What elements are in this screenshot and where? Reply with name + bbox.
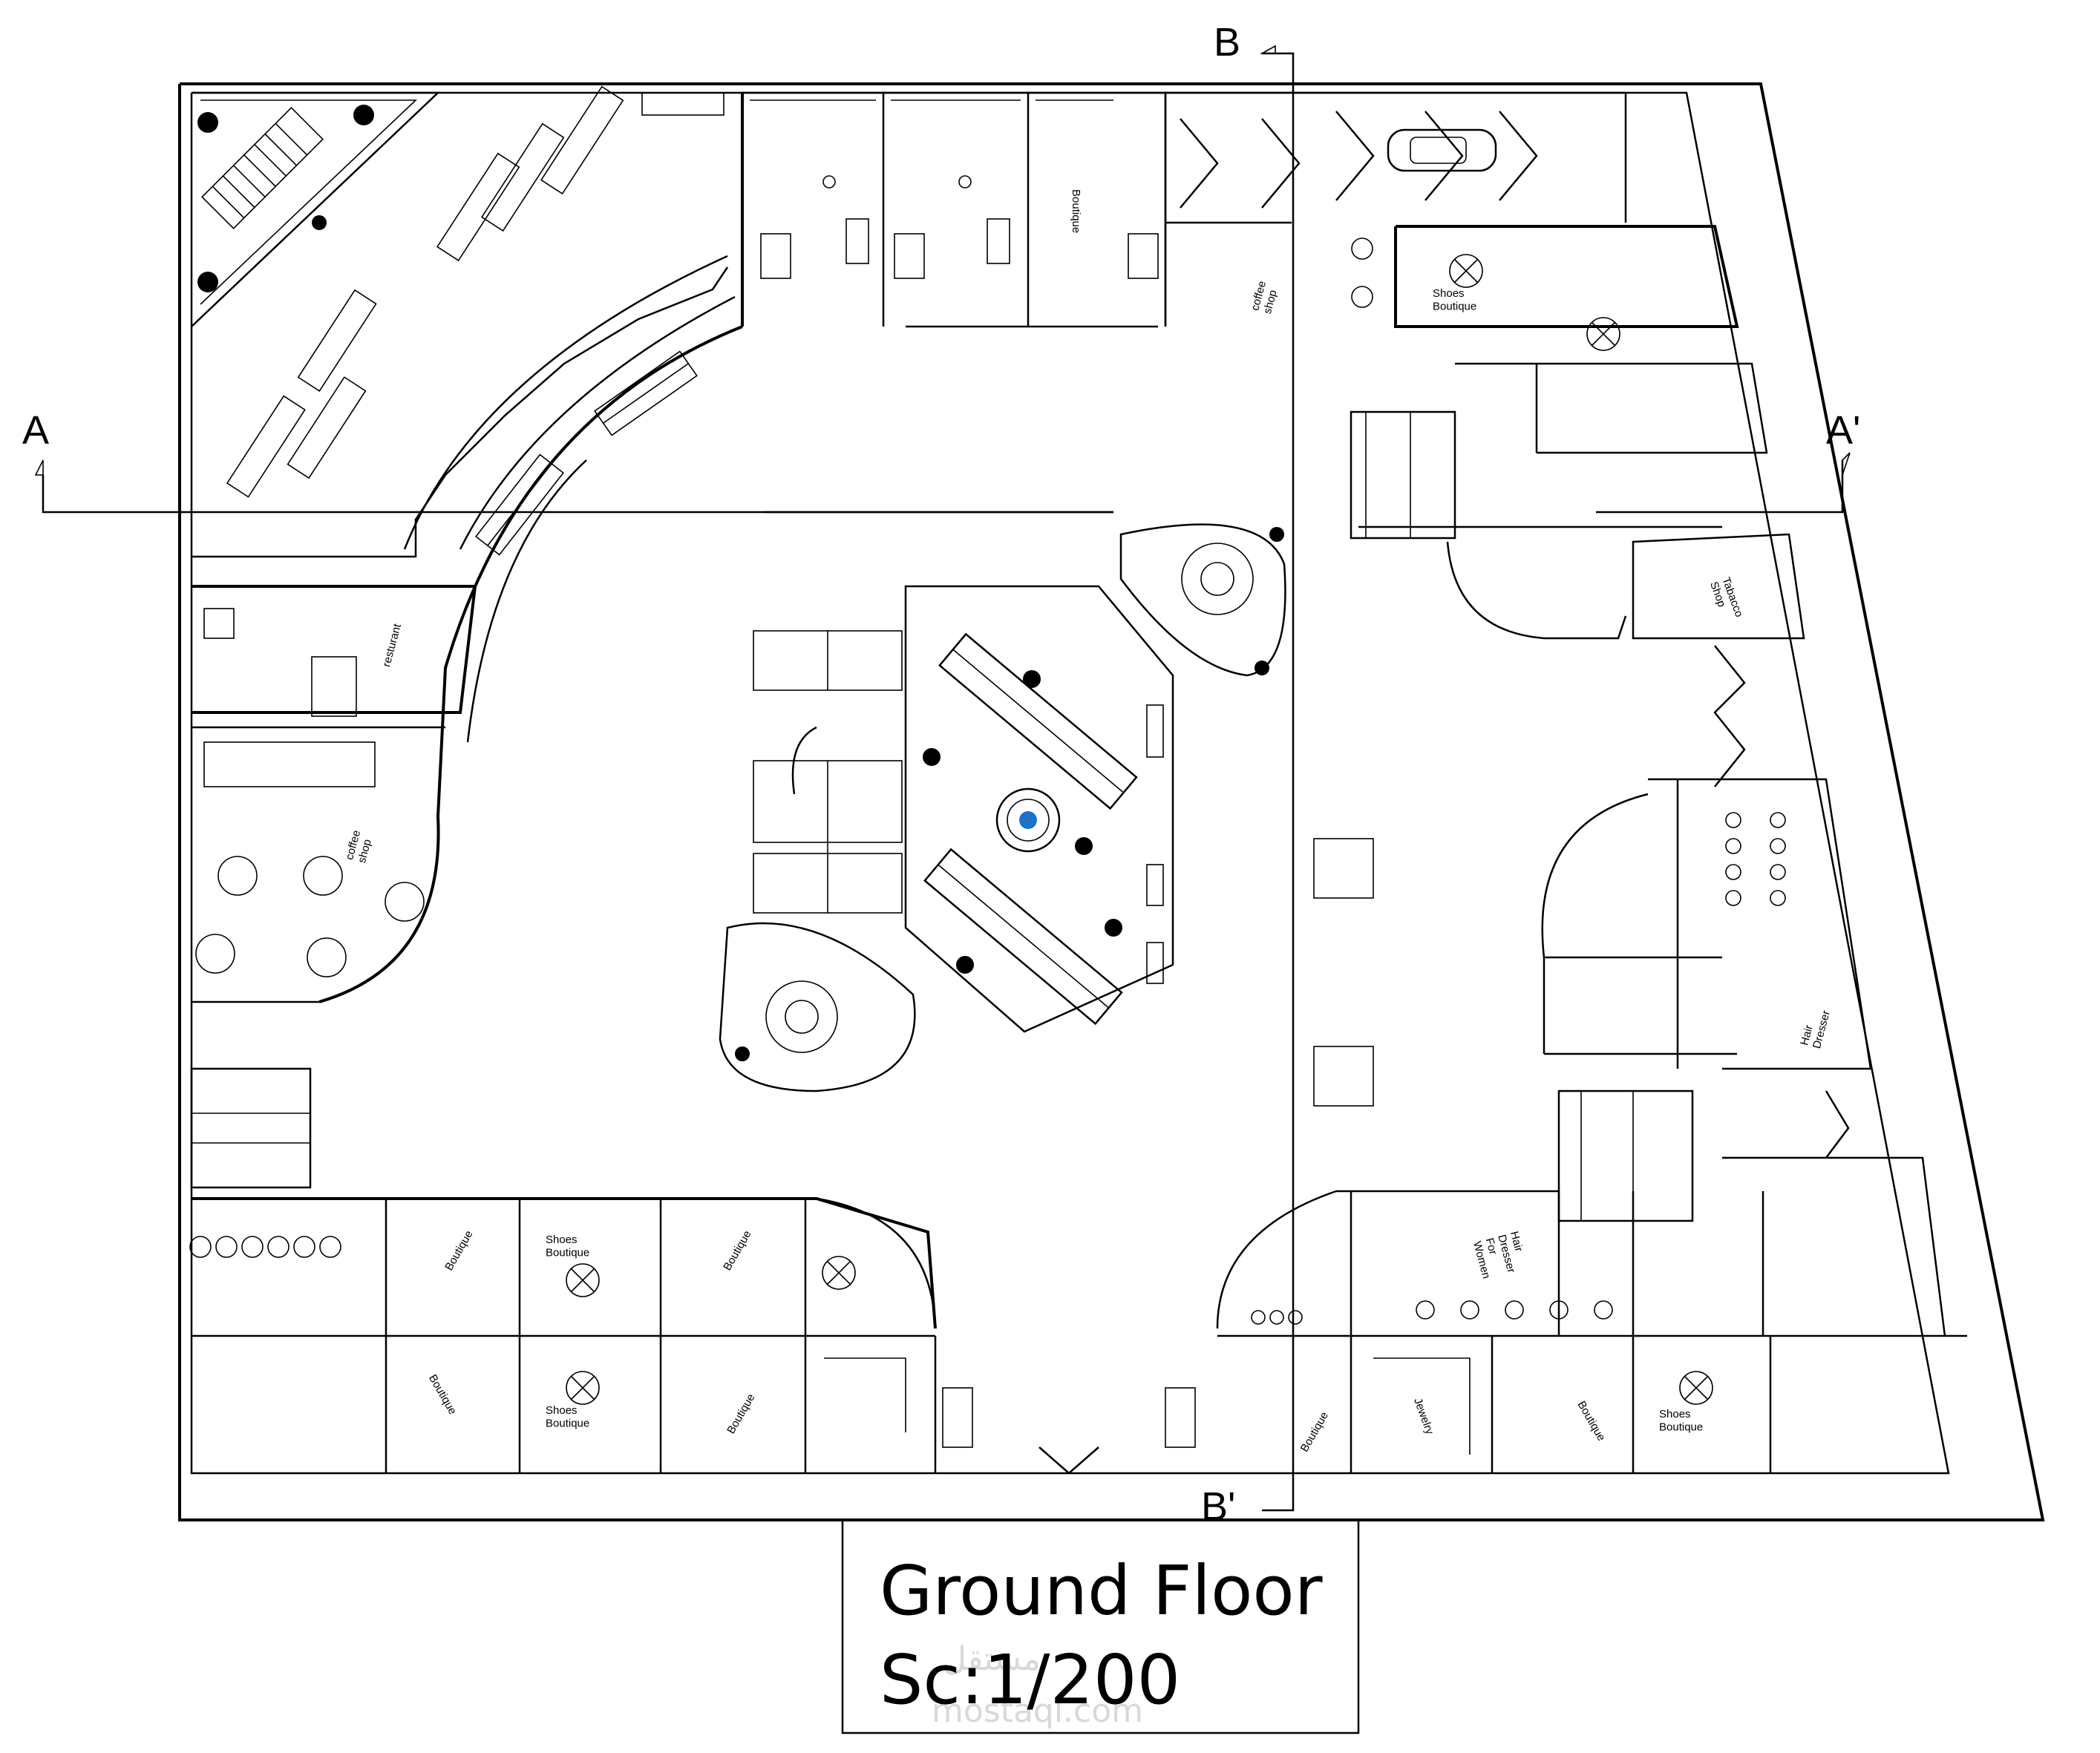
section-line-a	[34, 452, 1851, 514]
room-label-hair-dresser-east: HairDresser	[1798, 1006, 1833, 1050]
room-label-boutique-sw1: Boutique	[442, 1228, 475, 1273]
west-curved-arcade	[318, 325, 743, 1003]
section-mark-b-top: B	[1214, 20, 1240, 65]
section-mark-a-right: A'	[1826, 408, 1860, 453]
room-label-hair-dresser-women: HairDresserForWomen	[1471, 1230, 1530, 1281]
room-label-boutique-north: Boutique	[1070, 189, 1082, 233]
room-label-boutique-se2: Boutique	[1575, 1399, 1608, 1444]
room-label-jewelry: Jewelry	[1411, 1396, 1436, 1436]
car-icon	[1387, 128, 1497, 172]
office-chair-icon	[189, 1236, 341, 1258]
office-chair-icon	[1725, 812, 1786, 906]
room-label-boutique-sw4: Boutique	[724, 1392, 757, 1436]
drawing-title: Ground Floor	[880, 1551, 1323, 1631]
section-line-b	[1259, 45, 1295, 1512]
room-label-boutique-se1: Boutique	[1298, 1410, 1331, 1455]
south-east-shops: HairDresserForWomen Boutique Jewelry Bou…	[1216, 1190, 1967, 1473]
section-mark-b-bottom: B'	[1201, 1484, 1235, 1529]
watermark-arabic: مستقل	[943, 1640, 1041, 1678]
watermark-latin: mostaql.com	[932, 1692, 1143, 1730]
room-label-resturant: resturant	[380, 622, 404, 668]
plant-icon	[735, 527, 1284, 1061]
title-block: مستقل mostaql.com Ground Floor Sc:1/200	[841, 1521, 1360, 1734]
fountain-icon	[995, 787, 1061, 853]
room-label-coffee-shop-north: coffeeshop	[1249, 280, 1281, 315]
section-mark-a-left: A	[22, 408, 49, 453]
palm-tree-icon	[197, 105, 374, 292]
room-label-coffee-shop-west: coffeeshop	[343, 829, 376, 865]
nw-parking-area	[191, 85, 736, 558]
room-label-tabacco-shop: TabaccoShop	[1707, 576, 1745, 623]
east-shops: HairDresser	[1541, 778, 1946, 1337]
central-atrium	[719, 511, 1374, 1107]
cafe-table-icon	[195, 856, 425, 977]
seating-group	[753, 630, 903, 914]
room-label-boutique-sw2: Boutique	[721, 1228, 753, 1273]
north-shops: Boutique coffeeshop	[741, 91, 1627, 328]
salon-chair-icon	[1416, 1300, 1613, 1320]
drawing-scale: Sc:1/200	[880, 1640, 1180, 1720]
room-label-boutique-sw3: Boutique	[426, 1372, 459, 1417]
